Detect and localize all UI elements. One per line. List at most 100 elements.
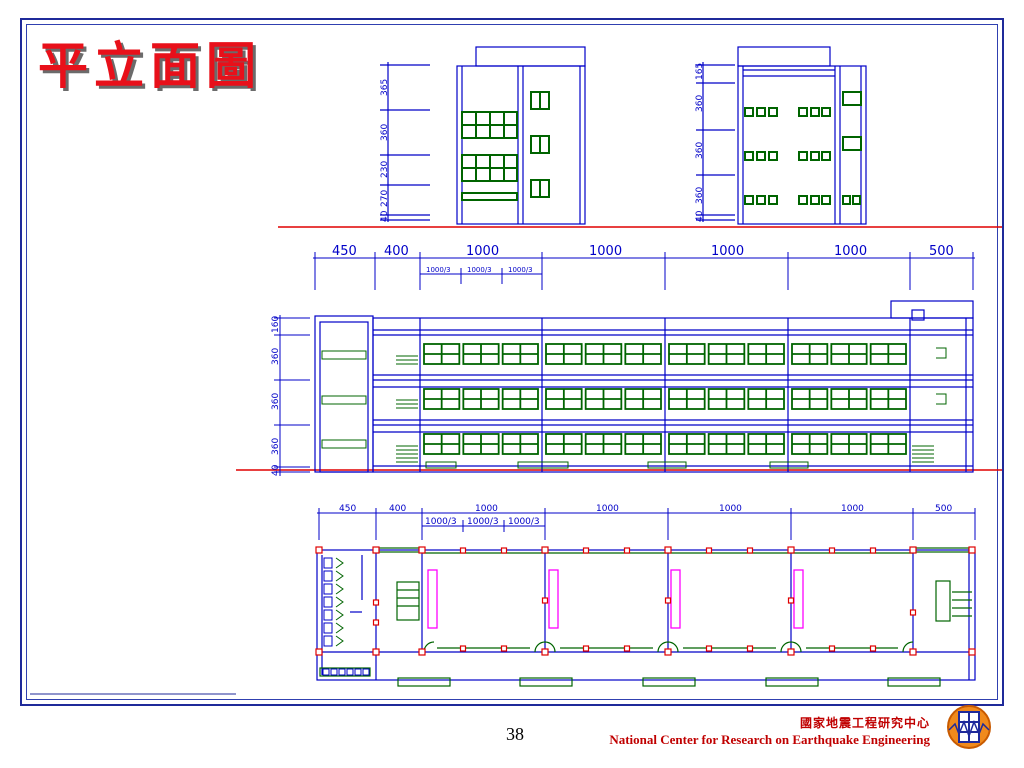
toilet-stall: [323, 596, 333, 608]
sink: [338, 668, 346, 676]
column-post: [705, 645, 713, 652]
side-elevation-left-windows: [461, 91, 550, 201]
sink: [346, 668, 354, 676]
column-post: [787, 597, 795, 604]
stall-door: [335, 635, 344, 647]
sink: [330, 668, 338, 676]
dim-plan-1000-a: 1000: [475, 504, 498, 514]
floor-plan-posts: [315, 546, 976, 656]
organization-name-cn: 國家地震工程研究中心: [799, 716, 930, 730]
column-post: [968, 648, 976, 656]
front-elevation-sub-dims: 1000/3 1000/3 1000/3: [426, 266, 533, 274]
column-post: [869, 547, 877, 554]
dim-left-360: 360: [380, 124, 390, 141]
dim-right-40: 40: [695, 210, 705, 222]
dim-front-side-160: 160: [271, 316, 281, 333]
column-post: [582, 547, 590, 554]
dim-plan-third-c: 1000/3: [508, 517, 540, 527]
slide-title: 平立面圖: [38, 36, 262, 95]
column-post: [746, 547, 754, 554]
column-post: [459, 547, 467, 554]
front-elevation-windows: [423, 343, 907, 455]
toilet-stall: [323, 622, 333, 634]
dim-left-230: 230: [380, 161, 390, 178]
toilet-stall: [323, 570, 333, 582]
column-post: [828, 645, 836, 652]
toilet-stall: [323, 557, 333, 569]
dim-front-third-c: 1000/3: [508, 266, 533, 274]
front-elevation-stairs: [321, 347, 947, 469]
dim-front-1000-a: 1000: [466, 244, 499, 259]
front-elevation-body: [314, 300, 974, 473]
dim-plan-450: 450: [339, 504, 356, 514]
front-elevation-top-dims: 450 400 1000 1000 1000 1000 500: [332, 244, 954, 259]
column-post: [787, 546, 795, 554]
side-elevation-right: [696, 46, 867, 225]
dim-plan-1000-d: 1000: [841, 504, 864, 514]
column-post: [828, 547, 836, 554]
dim-front-450: 450: [332, 244, 357, 259]
dim-front-500: 500: [929, 244, 954, 259]
column-post: [664, 597, 672, 604]
front-elevation-side-dim-lines: [274, 315, 310, 476]
stall-door: [335, 583, 344, 595]
toilet-stall: [323, 635, 333, 647]
dim-plan-500: 500: [935, 504, 952, 514]
sink: [322, 668, 330, 676]
dim-right-165: 165: [695, 63, 705, 80]
dim-front-side-360-b: 360: [271, 393, 281, 410]
front-elevation-side-dims: 160 360 360 360 40: [271, 316, 281, 476]
floor-plan-dim-lines: [317, 508, 976, 540]
floor-plan-sub-dims: 1000/3 1000/3 1000/3: [425, 517, 540, 527]
dim-right-360-b: 360: [695, 142, 705, 159]
stall-door: [335, 570, 344, 582]
dim-right-360-c: 360: [695, 187, 705, 204]
column-post: [623, 645, 631, 652]
column-post: [541, 648, 549, 656]
sink: [354, 668, 362, 676]
dim-front-1000-c: 1000: [711, 244, 744, 259]
dim-plan-third-a: 1000/3: [425, 517, 457, 527]
column-post: [418, 648, 426, 656]
toilet-stall: [323, 609, 333, 621]
sink: [362, 668, 370, 676]
dim-front-400: 400: [384, 244, 409, 259]
slide-frame-outer: [20, 18, 1004, 706]
stall-door: [335, 622, 344, 634]
column-post: [623, 547, 631, 554]
column-post: [909, 546, 917, 554]
column-post: [909, 609, 917, 616]
stall-door: [335, 596, 344, 608]
side-elevation-right-windows: [744, 91, 862, 205]
dim-plan-1000-b: 1000: [596, 504, 619, 514]
floor-plan-restroom: [322, 557, 370, 676]
dim-left-365: 365: [380, 79, 390, 96]
floor-plan-top-dims: 450 400 1000 1000 1000 1000 500: [339, 504, 952, 514]
stall-door: [335, 557, 344, 569]
column-post: [372, 619, 380, 626]
ncree-logo-icon: [947, 705, 991, 749]
column-post: [315, 648, 323, 656]
side-elevation-left-dims: 365 360 230 270 40: [380, 79, 390, 222]
column-post: [664, 648, 672, 656]
column-post: [664, 546, 672, 554]
column-post: [968, 546, 976, 554]
column-post: [541, 546, 549, 554]
dim-right-360-a: 360: [695, 95, 705, 112]
column-post: [909, 648, 917, 656]
floor-plan-columns: [427, 569, 804, 629]
toilet-stall: [323, 583, 333, 595]
dim-plan-1000-c: 1000: [719, 504, 742, 514]
dim-front-side-360-a: 360: [271, 348, 281, 365]
dim-front-side-360-c: 360: [271, 438, 281, 455]
column-post: [500, 645, 508, 652]
floor-plan-doors: [319, 547, 972, 687]
column-post: [315, 546, 323, 554]
column-post: [869, 645, 877, 652]
slide-frame-inner: [26, 24, 998, 700]
column-post: [500, 547, 508, 554]
dim-front-side-40: 40: [271, 464, 281, 476]
column-post: [372, 648, 380, 656]
column-post: [582, 645, 590, 652]
